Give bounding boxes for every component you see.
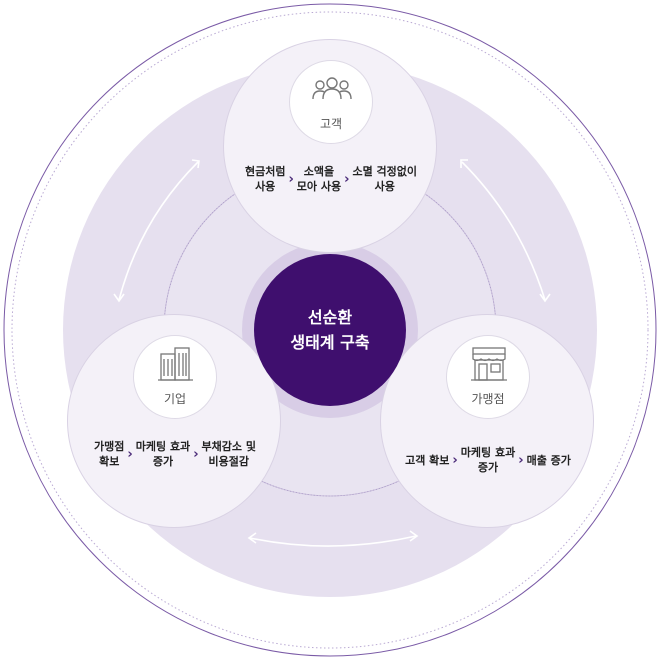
- arrow-left: [113, 159, 200, 303]
- chevron-right-icon: ›: [518, 452, 524, 468]
- company-icon-badge: 기업: [133, 335, 217, 419]
- chevron-right-icon: ›: [193, 446, 199, 462]
- people-icon: [312, 77, 352, 100]
- step: 매출 증가: [526, 453, 571, 467]
- center-title: 선순환 생태계 구축: [254, 254, 406, 406]
- arrow-bottom: [247, 530, 419, 547]
- center-title-line2: 생태계 구축: [290, 333, 370, 352]
- node-label-customer: 고객: [319, 117, 343, 131]
- arrow-right: [460, 159, 551, 303]
- chevron-right-icon: ›: [452, 452, 458, 468]
- storefront-icon: [471, 347, 507, 381]
- outer-dotted-ring: [11, 11, 649, 649]
- chevron-right-icon: ›: [344, 171, 350, 187]
- chevron-right-icon: ›: [288, 171, 294, 187]
- node-label-merchant: 가맹점: [471, 392, 505, 406]
- step: 고객 확보: [405, 453, 450, 467]
- outer-ring: [3, 3, 657, 657]
- node-label-company: 기업: [163, 392, 187, 406]
- building-icon: [158, 347, 193, 381]
- chevron-right-icon: ›: [127, 446, 133, 462]
- customer-icon-badge: 고객: [289, 60, 373, 144]
- merchant-icon-badge: 가맹점: [446, 335, 530, 419]
- center-title-line1: 선순환: [307, 308, 353, 327]
